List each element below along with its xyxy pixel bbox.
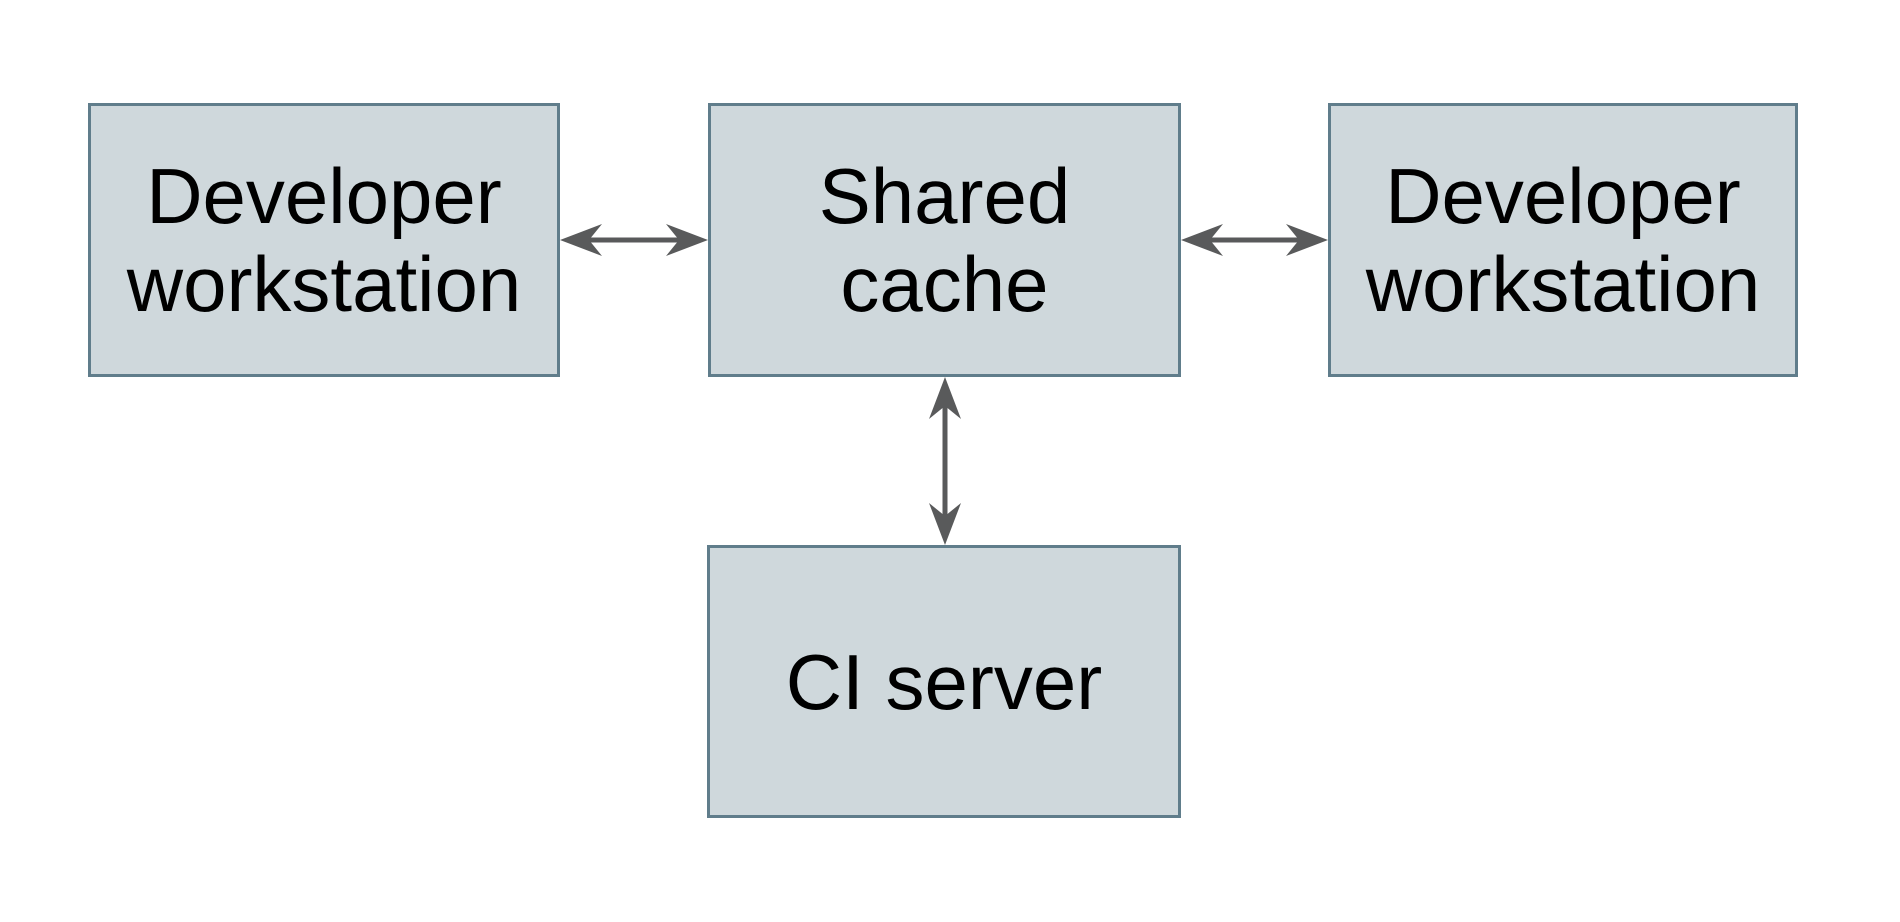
arrowhead-right-icon	[1286, 224, 1328, 256]
node-label-line: Shared	[818, 152, 1071, 240]
node-label-line: workstation	[126, 240, 522, 328]
node-label-line: cache	[840, 240, 1049, 328]
node-label-shared-cache: Shared cache	[819, 152, 1071, 328]
arrowhead-left-icon	[1181, 224, 1223, 256]
node-label-line: workstation	[1365, 240, 1761, 328]
node-ci-server: CI server	[707, 545, 1181, 818]
node-label-line: CI server	[785, 637, 1103, 726]
node-shared-cache: Shared cache	[708, 103, 1181, 377]
edge-sharedcache-devright-double-arrow	[1181, 224, 1328, 256]
edge-sharedcache-ciserver-double-arrow	[929, 377, 961, 545]
node-developer-workstation-right: Developer workstation	[1328, 103, 1798, 377]
arrowhead-down-icon	[929, 503, 961, 545]
node-label-line: Developer	[146, 152, 502, 240]
node-label-line: Developer	[1385, 152, 1741, 240]
arrowhead-up-icon	[929, 377, 961, 419]
arrowhead-left-icon	[560, 224, 602, 256]
node-label-developer-workstation-left: Developer workstation	[127, 152, 522, 328]
arrowhead-right-icon	[666, 224, 708, 256]
node-label-developer-workstation-right: Developer workstation	[1366, 152, 1761, 328]
node-developer-workstation-left: Developer workstation	[88, 103, 560, 377]
node-label-ci-server: CI server	[786, 638, 1102, 726]
edge-devleft-sharedcache-double-arrow	[560, 224, 708, 256]
